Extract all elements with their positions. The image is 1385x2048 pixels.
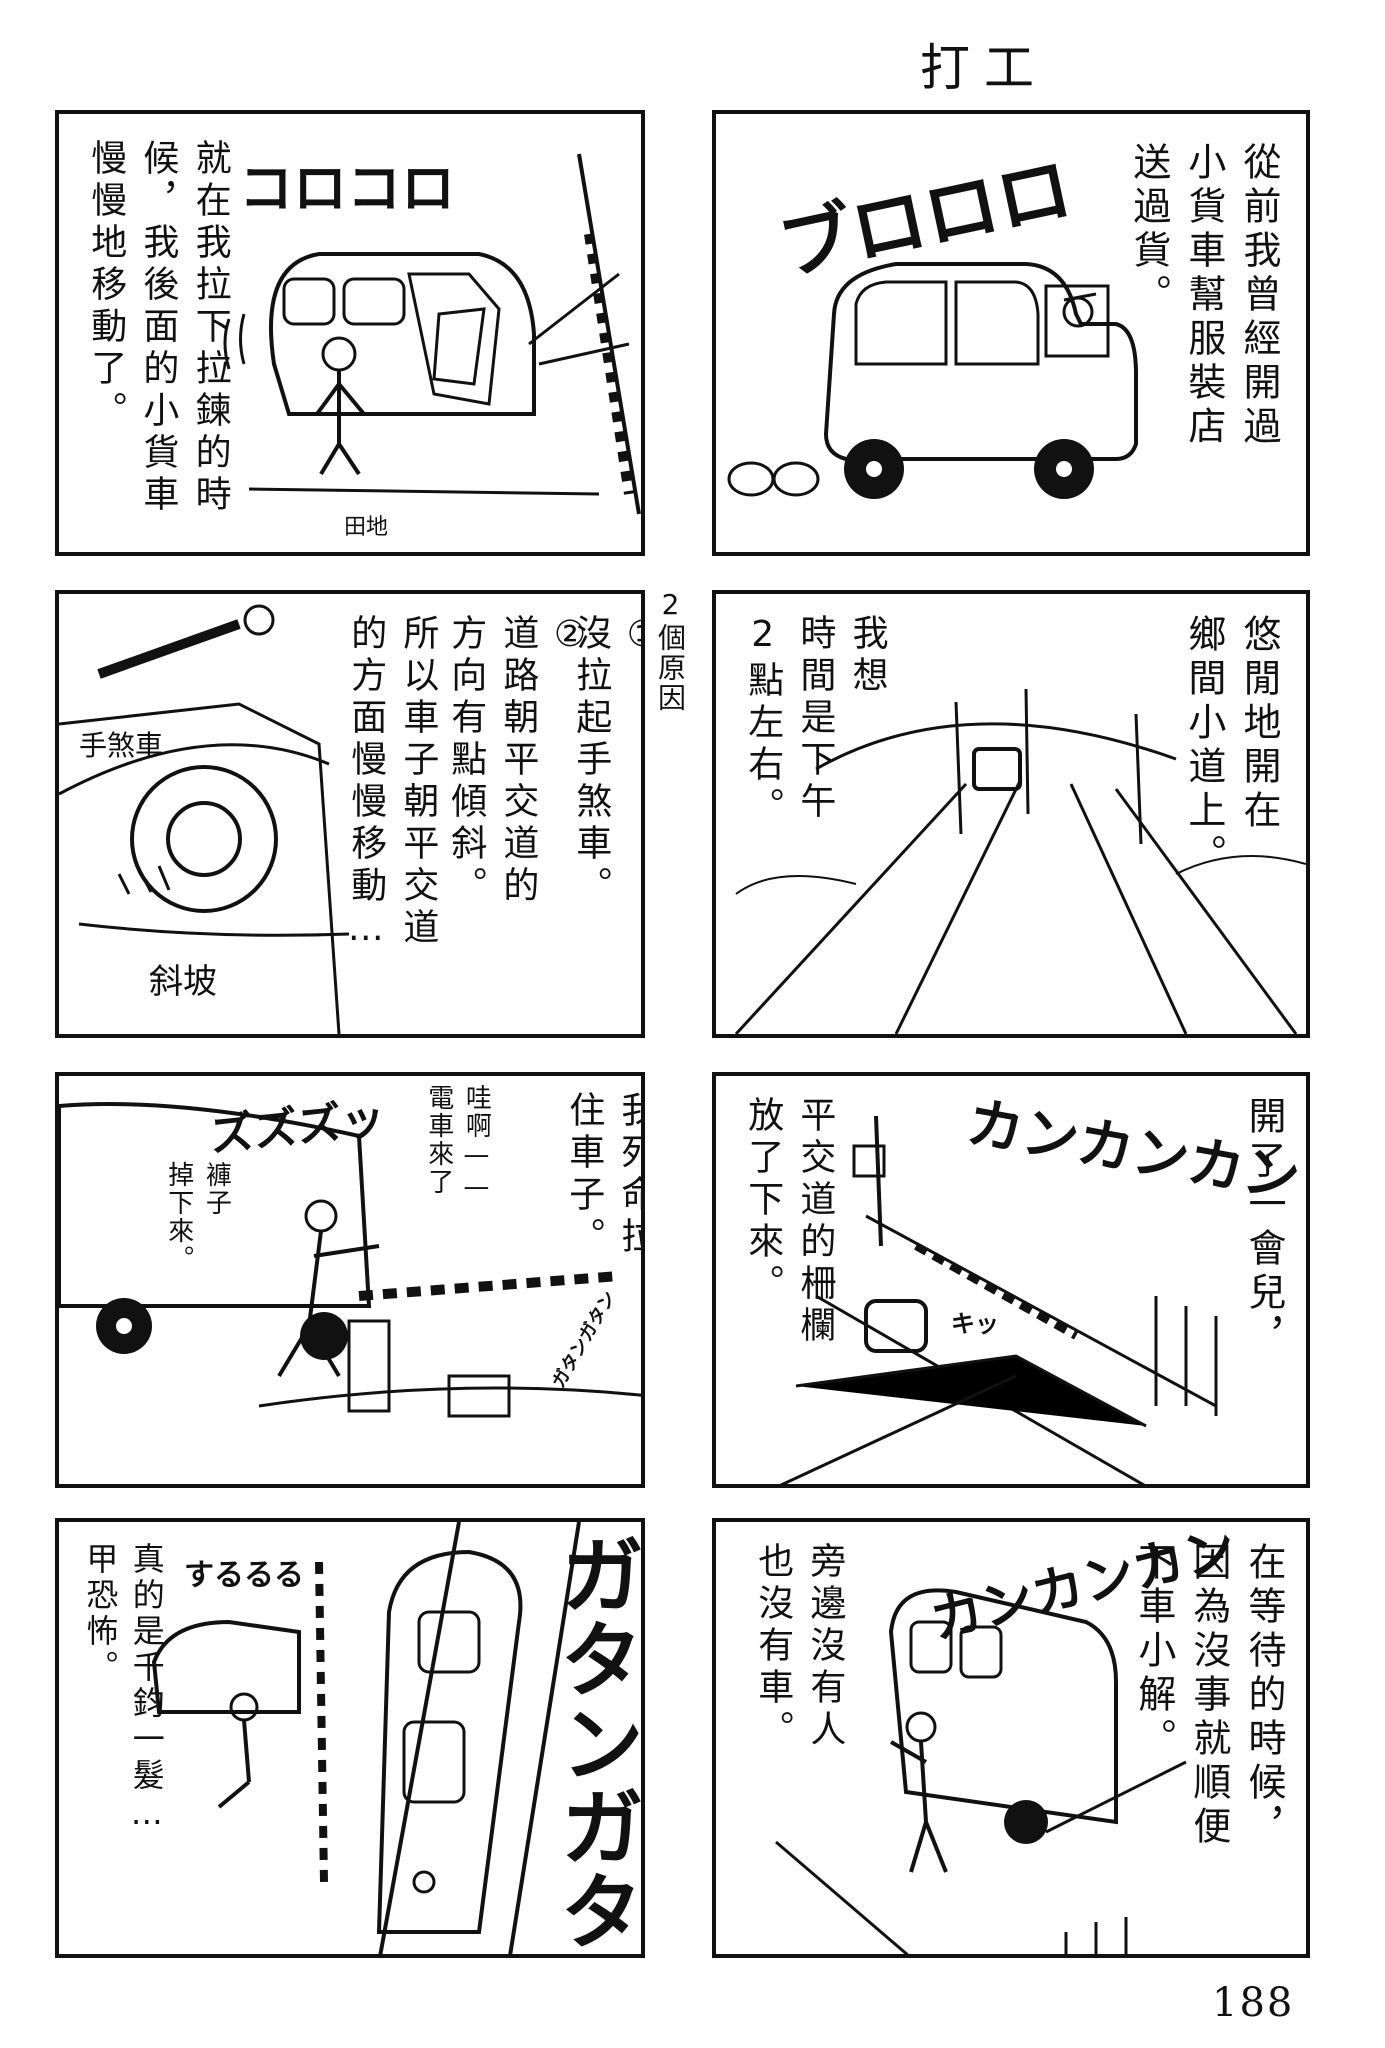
runaway-van-illustration (223, 153, 641, 515)
label-handbrake: 手煞車 (79, 729, 164, 762)
panel-1-narration: 從前我曾經開過 小貨車幫服裝店 送過貨。 (1126, 142, 1281, 450)
waiting-van-illustration (775, 1588, 1187, 1954)
handbrake-wheel-illustration (59, 604, 350, 1034)
panel-6-narration: 我死命拉 住車子。 (563, 1091, 645, 1259)
sfx-kii: キッ (951, 1310, 999, 1338)
side-note-two-reasons: 2個原因 (654, 588, 687, 713)
panel-8-narration: 真的是千鈞一髮… 甲恐怖。 (81, 1542, 166, 1836)
crossing-gate-illustration (779, 1115, 1218, 1484)
panel-3: 悠閒地開在 鄉間小道上。 我想 時間是下午 2點左右。 (712, 590, 1310, 1038)
panel-6-note: 褲子 掉下來。 (163, 1161, 232, 1273)
panel-3-caption: 我想 時間是下午 2點左右。 (742, 614, 888, 829)
panel-2: コロコロ 田地 就在我拉下拉鍊的時 候，我後面的小貨車 慢慢地移動了。 (55, 110, 645, 556)
sfx-sururu: するるる (184, 1558, 304, 1593)
panel-5-caption: 平交道的柵欄 放了下來。 (742, 1096, 836, 1348)
label-field: 田地 (344, 515, 389, 540)
reason-conclusion: 所以車子朝平交道 的方面慢慢移動… (345, 614, 439, 955)
panel-5-narration: 開了一會兒， (1242, 1096, 1286, 1360)
panel-4: 手煞車 斜坡 ① 沒拉起手煞車。 ② 道路朝平交道的 方向有點傾斜。 所以車子朝… (55, 590, 645, 1038)
panel-7: カンカンカン 在等待的時候， 因為沒事就順便 下車小解。 旁邊沒有人 也沒有車。 (712, 1518, 1310, 1958)
panel-3-narration: 悠閒地開在 鄉間小道上。 (1181, 614, 1281, 878)
panel-1: ブロロロ 從前我曾經開過 小貨車幫服裝店 送過貨。 (712, 110, 1310, 556)
panel-2-narration: 就在我拉下拉鍊的時 候，我後面的小貨車 慢慢地移動了。 (85, 139, 231, 517)
panel-8: ガタンガタン するるる 真的是千鈞一髮… 甲恐怖。 (55, 1518, 645, 1958)
speech-bubble-train-coming: 哇啊—— 電車來了 (423, 1084, 492, 1204)
label-slope: 斜坡 (149, 962, 217, 1002)
panel-7-caption: 旁邊沒有人 也沒有車。 (752, 1542, 846, 1752)
panel-7-narration: 在等待的時候， 因為沒事就順便 下車小解。 (1131, 1542, 1286, 1850)
delivery-van-illustration (727, 262, 1138, 499)
page-title: 打工 (920, 39, 1048, 97)
page-number: 188 (1212, 1980, 1295, 2026)
train-passing-illustration (151, 1522, 581, 1954)
reason-one: ① 沒拉起手煞車。 (570, 614, 645, 908)
panel-5: カンカンカン キッ 開了一會兒， 平交道的柵欄 放了下來。 (712, 1072, 1310, 1488)
country-road-illustration (734, 688, 1306, 1034)
sfx-gatan-gatan: ガタンガタン (547, 1532, 645, 1958)
panel-6: ズズズッ ガタンガタン 褲子 掉下來。 哇啊—— 電車來了 我死命拉 住車子。 (55, 1072, 645, 1488)
pushing-van-illustration (59, 1102, 641, 1418)
sfx-koro-koro: コロコロ (239, 157, 455, 220)
reason-two: ② 道路朝平交道的 方向有點傾斜。 (445, 614, 591, 908)
